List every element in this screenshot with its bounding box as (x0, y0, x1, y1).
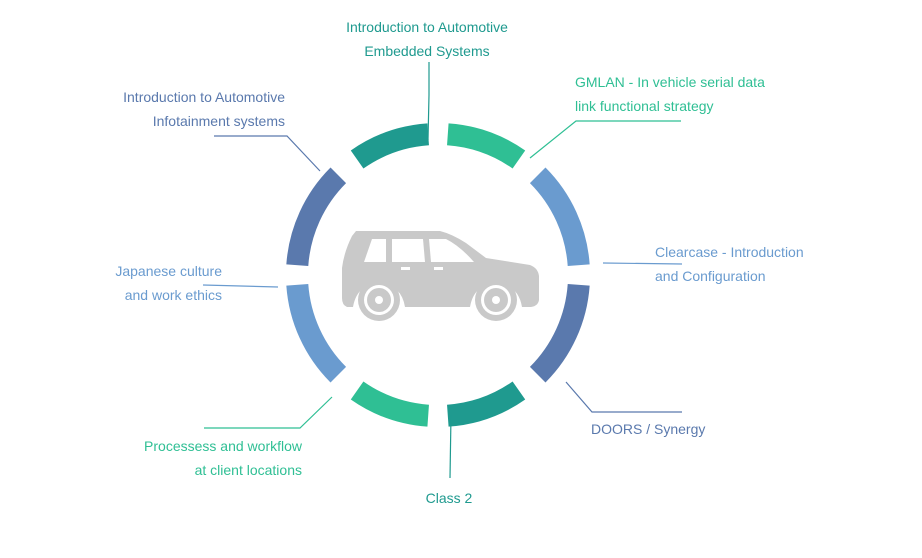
segment-embedded (350, 123, 430, 169)
connector-doors (565, 381, 682, 413)
connector-lines (202, 62, 683, 479)
connector-japanese (202, 284, 279, 288)
segment-processes (350, 381, 430, 427)
segment-gmlan (446, 123, 526, 169)
segment-ring (286, 123, 590, 427)
segment-infotainment (286, 167, 347, 267)
label-class-2: Class 2 (425, 490, 473, 506)
label-doors-synergy: DOORS / Synergy (591, 421, 706, 437)
car-icon (342, 231, 539, 321)
connector-processes (204, 396, 333, 429)
connector-embedded (427, 62, 430, 141)
connector-infotainment (214, 135, 321, 172)
segment-doors (529, 283, 590, 383)
connector-clearcase (602, 262, 683, 265)
connector-class2 (449, 414, 452, 479)
segment-class2 (446, 381, 526, 427)
segment-clearcase (529, 167, 590, 267)
connector-gmlan (529, 120, 681, 159)
segment-japanese (286, 283, 347, 383)
